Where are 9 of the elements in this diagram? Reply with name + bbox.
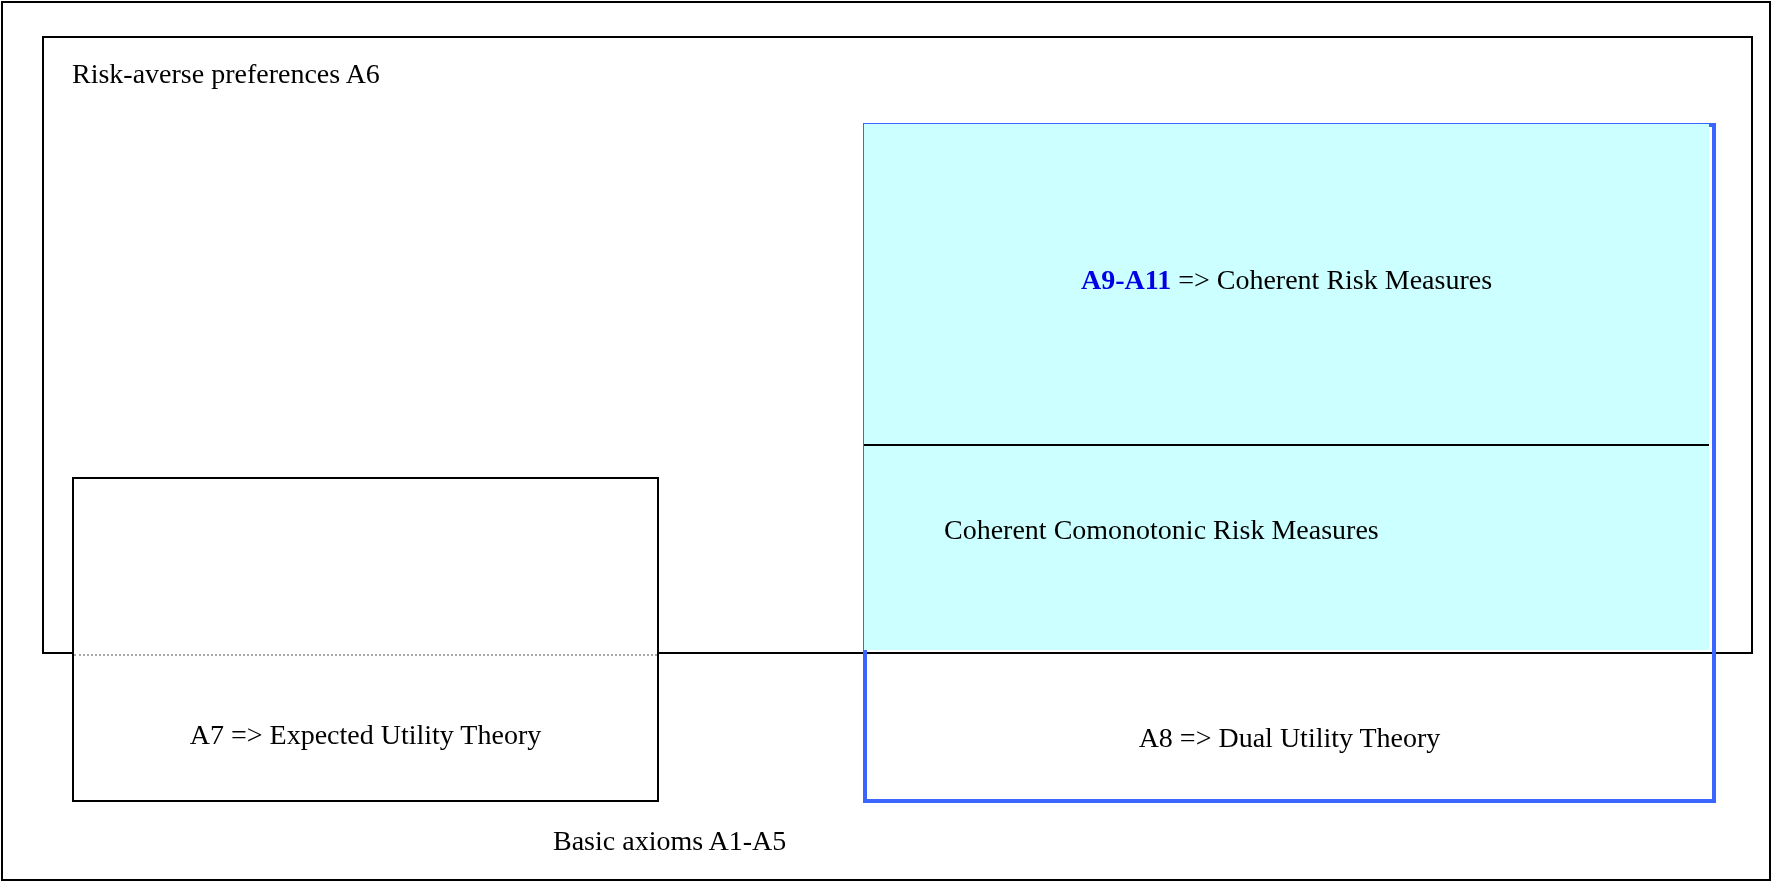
shaded-region	[864, 124, 1709, 446]
region-label: A7 => Expected Utility Theory	[189, 719, 542, 751]
region-label: Coherent Comonotonic Risk Measures	[944, 514, 1379, 546]
shaded-region	[864, 446, 1709, 650]
region-box	[72, 477, 659, 802]
region-label: A8 => Dual Utility Theory	[1138, 722, 1441, 754]
region-label: Risk-averse preferences A6	[72, 58, 380, 90]
region-label: A9-A11 => Coherent Risk Measures	[1080, 264, 1493, 296]
region-label: Basic axioms A1-A5	[553, 825, 787, 857]
